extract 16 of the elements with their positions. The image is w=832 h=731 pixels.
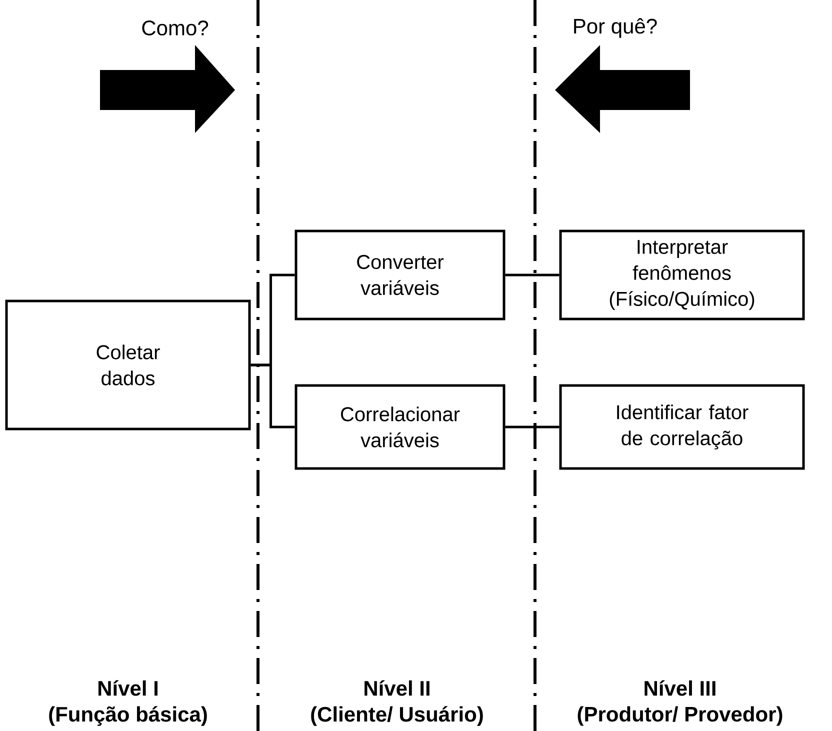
level-label: Nível I — [98, 680, 158, 696]
level-label: (Produtor/ Provedor) — [578, 706, 782, 726]
level-label: (Função básica) — [49, 706, 207, 726]
connector-line — [250, 364, 295, 428]
question-label: Por quê? — [574, 18, 657, 38]
process-box: Correlacionar variáveis — [294, 384, 506, 470]
question-label: Como? — [142, 20, 208, 36]
process-box: Converter variáveis — [294, 230, 506, 320]
process-box: Coletar dados — [5, 300, 251, 430]
process-box: Identificar fator de correlação — [559, 384, 805, 470]
connector-line — [505, 426, 560, 428]
level-label: Nível III — [644, 680, 716, 696]
process-box: Interpretar fenômenos (Físico/Químico) — [559, 230, 805, 320]
level-label: (Cliente/ Usuário) — [311, 706, 483, 726]
level-label: Nível II — [364, 680, 430, 696]
connector-line — [505, 274, 560, 276]
